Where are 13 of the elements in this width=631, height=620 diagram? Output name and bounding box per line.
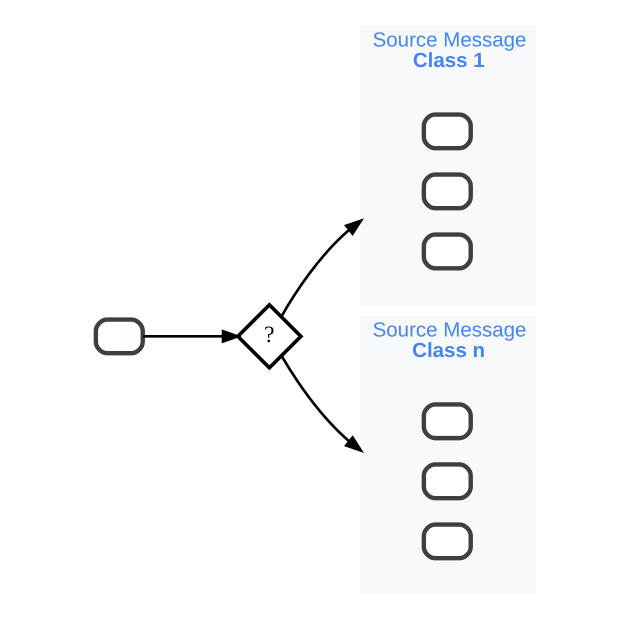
node-box — [422, 172, 473, 210]
cluster: Source Message Class 1 — [360, 25, 536, 305]
node-box — [422, 112, 473, 150]
node-diamond: ? — [235, 302, 304, 370]
arrow — [143, 329, 242, 344]
arrow — [280, 218, 364, 318]
node-box — [422, 462, 473, 500]
arrow — [280, 355, 364, 454]
node-box — [94, 317, 145, 356]
node-box — [422, 232, 473, 270]
node-box — [422, 402, 473, 440]
cluster: Source Message Class n — [360, 315, 536, 595]
node-box — [422, 522, 473, 560]
